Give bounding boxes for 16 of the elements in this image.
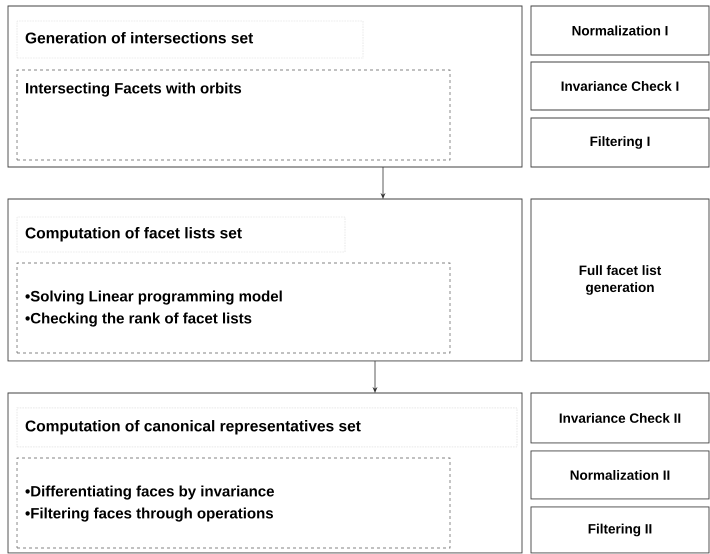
process-box: Filtering I (530, 118, 710, 168)
heading-box: Generation of intersections set (16, 20, 364, 58)
box-frame (8, 198, 522, 362)
heading-box: Computation of canonical representatives set (16, 408, 518, 448)
process-box: Normalization II (530, 450, 710, 500)
dashed-box: •Differentiating faces by invariance •Filtering faces through operations (16, 458, 450, 548)
box-frame (8, 6, 522, 168)
process-box: Filtering II (530, 506, 710, 554)
heading-box: Computation of facet lists set (16, 216, 346, 252)
box-frame (8, 392, 522, 554)
dashed-box: •Solving Linear programming model •Checking the rank of facet lists (16, 262, 450, 354)
process-box: Full facet list generation (530, 198, 710, 362)
process-box: Invariance Check I (530, 62, 710, 110)
dashed-box: Intersecting Facets with orbits (16, 70, 450, 160)
process-box: Invariance Check II (530, 392, 710, 444)
process-box: Normalization I (530, 6, 710, 56)
